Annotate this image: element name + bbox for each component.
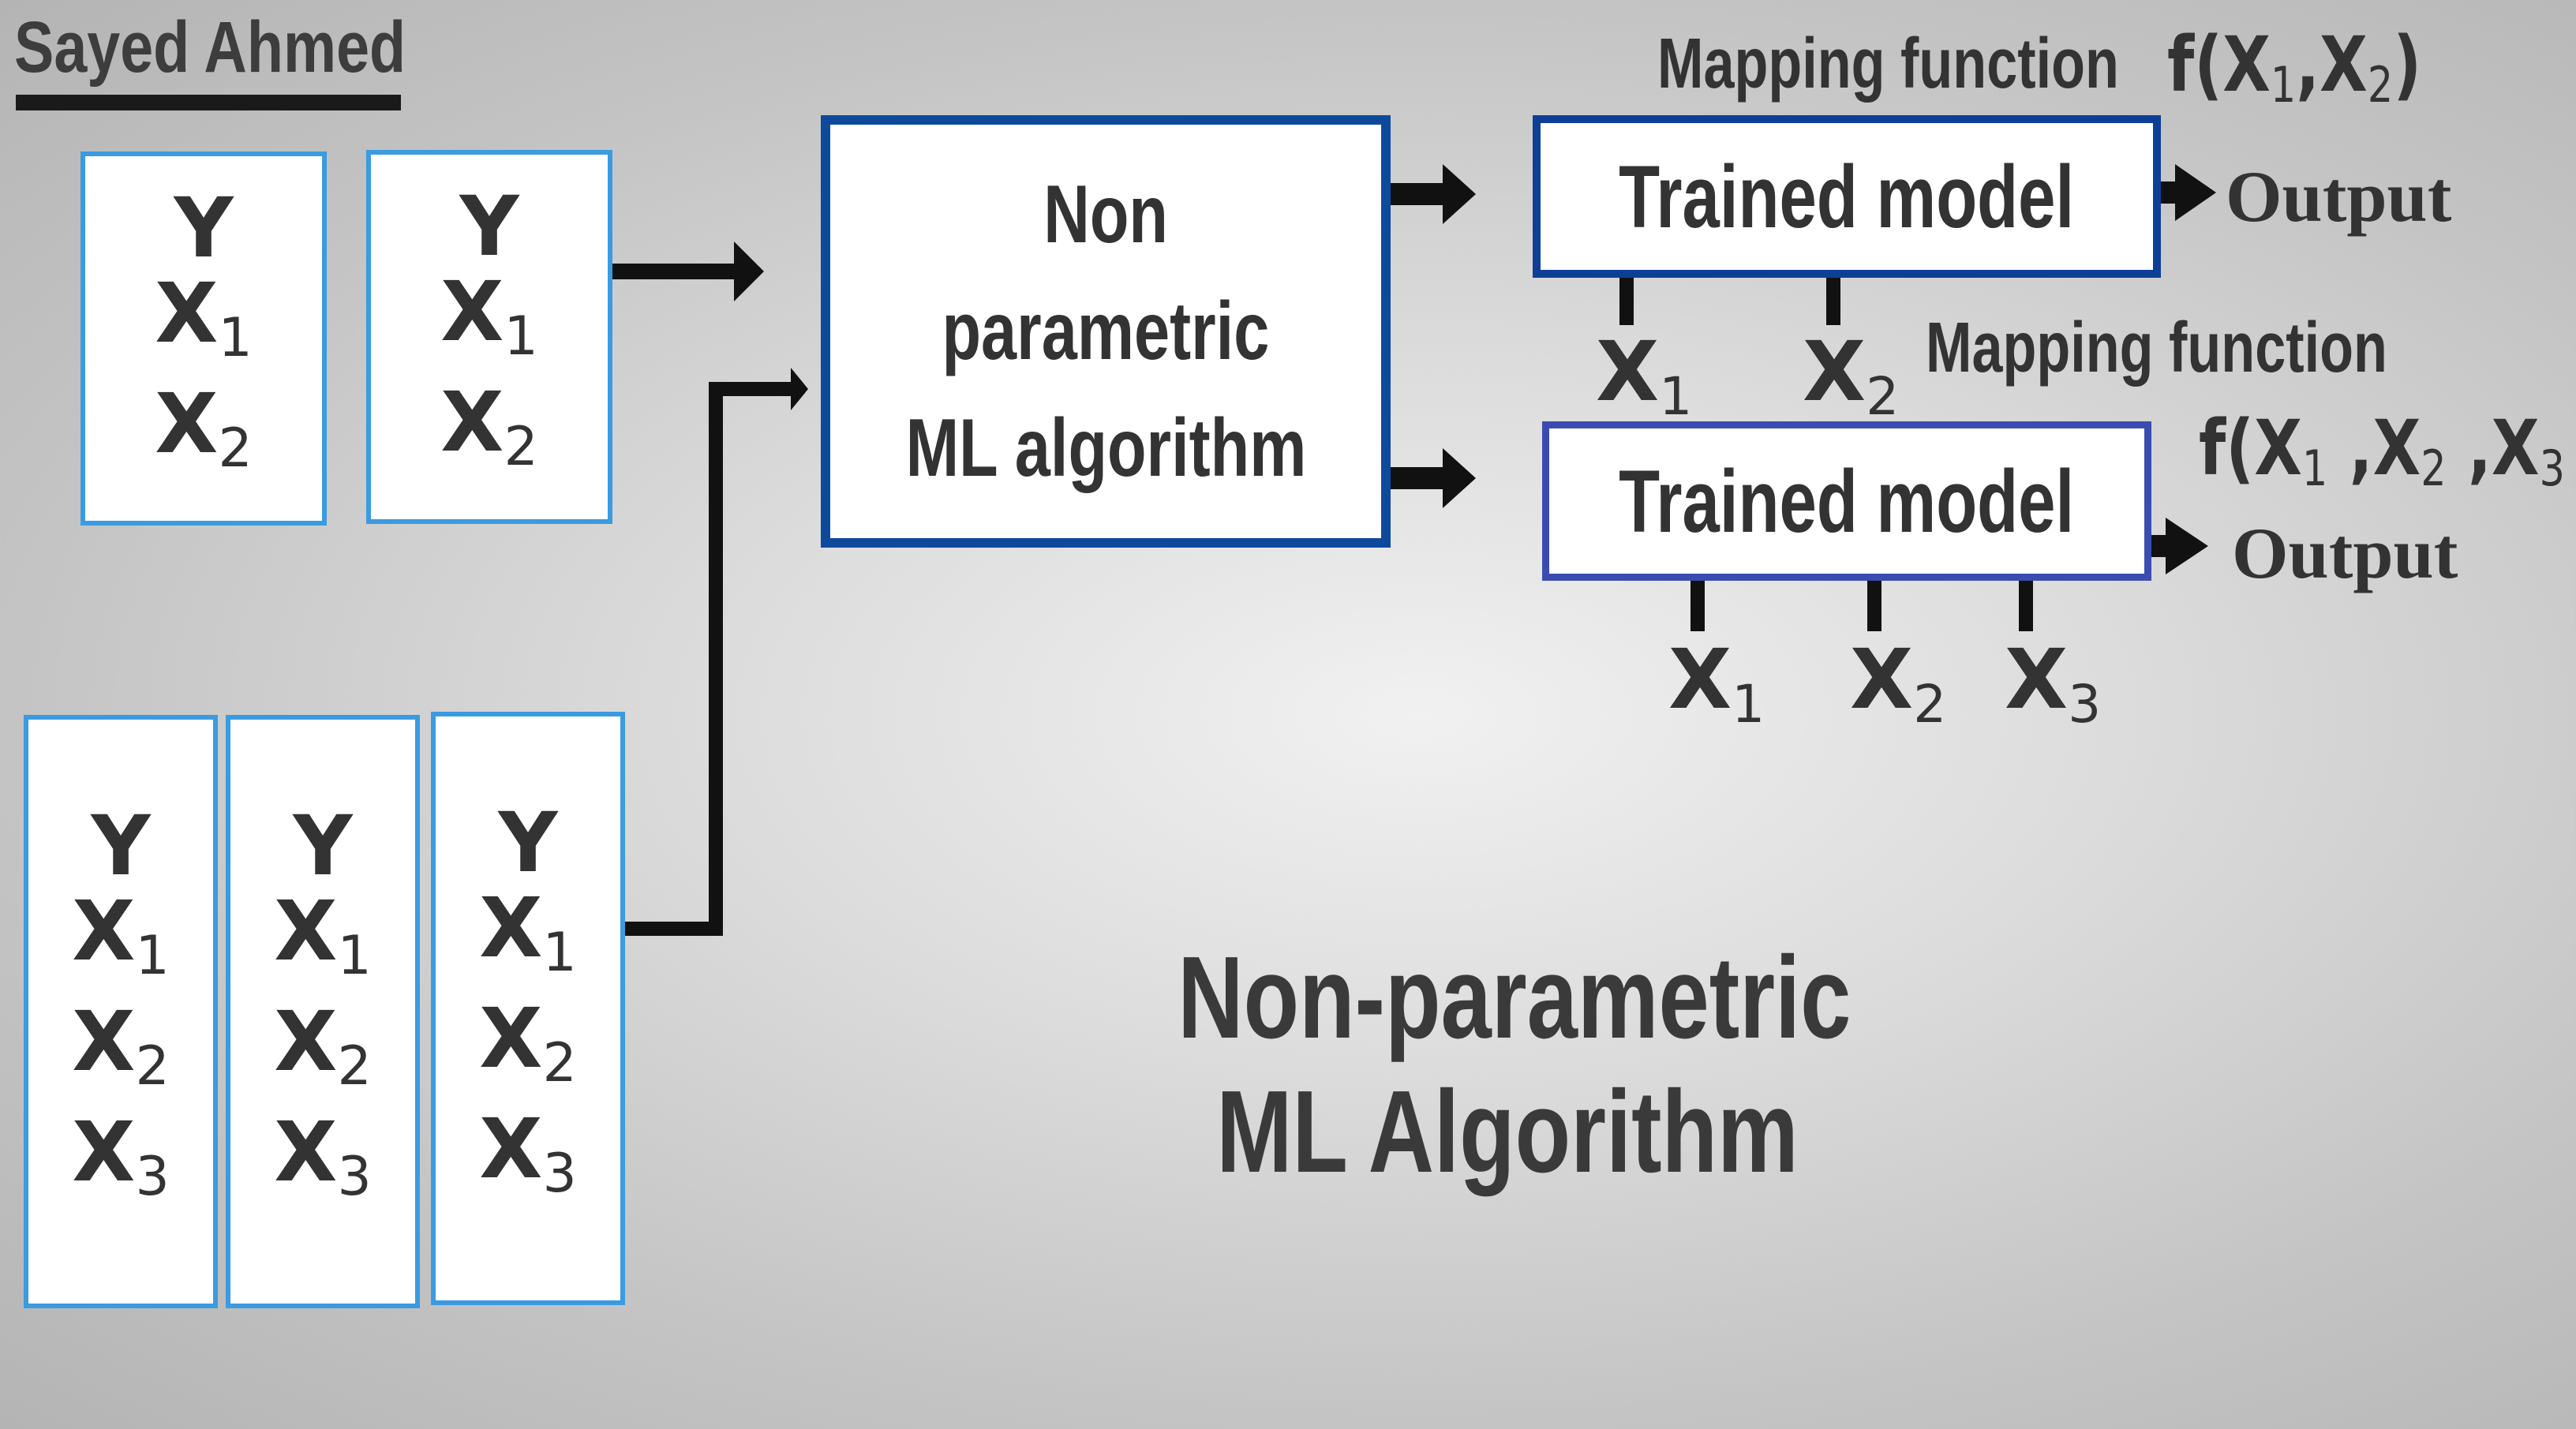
variable-y: Y	[293, 798, 353, 894]
trained-model-title: Trained model	[1619, 451, 2075, 551]
mapping-function-formula-top: f(X1,X2)	[2167, 21, 2422, 114]
output-label-bottom: Output	[2232, 513, 2458, 593]
input-tick-x2	[1867, 581, 1881, 631]
dataset-box-small-1: Y X1 X2	[80, 152, 327, 526]
mapping-function-label-top: Mapping function	[1657, 24, 2119, 103]
author-underline	[16, 95, 401, 110]
input-tick-x1	[1619, 278, 1634, 325]
arrow-model-top-to-output	[2161, 164, 2216, 221]
variable-x2: X2	[274, 993, 372, 1098]
variable-x1: X1	[155, 265, 253, 369]
variable-x2: X2	[72, 993, 170, 1098]
input-tick-x2	[1826, 278, 1840, 325]
arrow-algorithm-to-model-bottom	[1391, 448, 1476, 508]
dataset-box-large-3: Y X1 X2 X3	[431, 712, 625, 1305]
variable-x2: X2	[155, 376, 253, 480]
trained-model-box-bottom: Trained model	[1542, 421, 2151, 581]
trained-model-title: Trained model	[1619, 147, 2075, 246]
variable-x1: X1	[274, 883, 372, 987]
variable-x3: X3	[72, 1104, 170, 1208]
variable-y: Y	[91, 798, 151, 894]
variable-x1: X1	[440, 264, 538, 368]
input-tick-x3	[2019, 581, 2033, 631]
arrow-small-to-algorithm	[612, 241, 764, 301]
mapping-function-formula-bottom: f(X1 ,X2 ,X3 )	[2199, 404, 2565, 497]
trained-model-box-top: Trained model	[1533, 115, 2161, 278]
input-label-x1: X1	[1668, 631, 1765, 735]
caption-line1: Non-parametric	[1178, 933, 1852, 1063]
variable-x3: X3	[274, 1104, 372, 1208]
ml-algorithm-box: Non parametric ML algorithm	[821, 115, 1391, 548]
arrow-model-bottom-to-output	[2151, 518, 2208, 574]
variable-x2: X2	[440, 374, 538, 478]
dataset-box-large-2: Y X1 X2 X3	[226, 715, 420, 1308]
input-label-x2: X2	[1803, 324, 1900, 427]
input-label-x2: X2	[1850, 631, 1947, 735]
mapping-function-label-bottom: Mapping function	[1926, 309, 2387, 387]
dataset-box-small-2: Y X1 X2	[366, 150, 612, 524]
variable-x1: X1	[479, 880, 577, 984]
input-tick-x1	[1690, 581, 1705, 631]
author-name: Sayed Ahmed	[14, 7, 406, 88]
algorithm-label-line2: parametric	[942, 286, 1270, 377]
algorithm-label-line3: ML algorithm	[905, 402, 1306, 494]
arrow-algorithm-to-model-top	[1391, 164, 1476, 224]
variable-y: Y	[174, 180, 234, 276]
dataset-box-large-1: Y X1 X2 X3	[24, 715, 218, 1308]
variable-y: Y	[498, 795, 558, 891]
variable-y: Y	[459, 178, 519, 275]
variable-x3: X3	[479, 1101, 577, 1205]
variable-x2: X2	[479, 990, 577, 1094]
arrow-large-to-algorithm	[625, 368, 808, 936]
algorithm-label-line1: Non	[1043, 169, 1168, 260]
input-label-x1: X1	[1596, 324, 1693, 427]
variable-x1: X1	[72, 883, 170, 987]
input-label-x3: X3	[2005, 631, 2102, 735]
caption-line2: ML Algorithm	[1216, 1067, 1799, 1197]
output-label-top: Output	[2226, 156, 2452, 237]
